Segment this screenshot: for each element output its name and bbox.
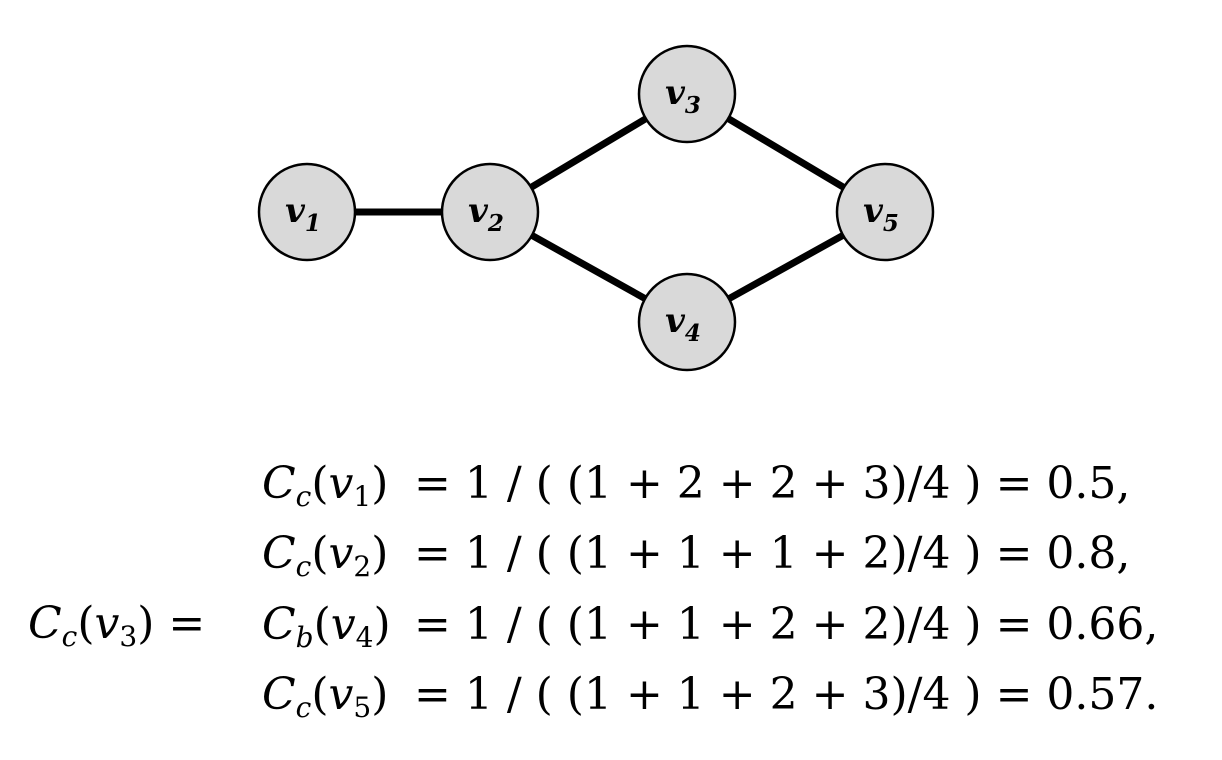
lhs-func: C xyxy=(28,598,62,649)
row-expression: = 1 / ( (1 + 1 + 2 + 2)/4 ) = 0.66, xyxy=(414,599,1159,650)
graph-edges xyxy=(303,90,889,326)
node-circle xyxy=(637,272,737,372)
node-circle xyxy=(637,44,737,144)
lhs-func-sub: c xyxy=(61,620,78,653)
row-func-sub: c xyxy=(295,550,312,583)
row-func-sub: c xyxy=(295,480,312,513)
node-v3: v3 xyxy=(637,44,737,144)
node-circle xyxy=(440,162,540,262)
node-v1: v1 xyxy=(257,162,357,262)
lhs-arg: v xyxy=(94,598,120,649)
row-func: C xyxy=(262,669,296,720)
row-arg-sub: 4 xyxy=(355,621,374,654)
lhs-arg-sub: 3 xyxy=(119,620,138,653)
row-expression: = 1 / ( (1 + 1 + 2 + 3)/4 ) = 0.57. xyxy=(414,669,1159,720)
node-v2: v2 xyxy=(440,162,540,262)
row-arg-sub: 1 xyxy=(353,480,372,513)
formula-lhs: Cc(v3) = xyxy=(28,598,206,653)
node-label: v4 xyxy=(665,301,701,347)
row-arg-sub: 2 xyxy=(353,550,372,583)
node-v4: v4 xyxy=(637,272,737,372)
node-v5: v5 xyxy=(835,162,935,262)
graph-nodes: v1 v2 v3 v4 v5 xyxy=(257,44,935,372)
row-expression: = 1 / ( (1 + 1 + 1 + 2)/4 ) = 0.8, xyxy=(414,528,1131,579)
row-func-sub: b xyxy=(295,621,314,654)
row-func: C xyxy=(262,458,296,509)
node-label: v5 xyxy=(863,191,899,237)
node-label: v2 xyxy=(468,191,504,237)
node-circle xyxy=(257,162,357,262)
node-label: v1 xyxy=(285,191,321,237)
node-circle xyxy=(835,162,935,262)
row-arg-sub: 5 xyxy=(353,691,372,724)
lhs-suffix: ) = xyxy=(137,598,206,649)
graph-diagram: v1 v2 v3 v4 v5 xyxy=(257,44,935,372)
row-func-sub: c xyxy=(295,691,312,724)
row-func: C xyxy=(262,528,296,579)
row-expression: = 1 / ( (1 + 2 + 2 + 3)/4 ) = 0.5, xyxy=(414,458,1131,509)
row-func: C xyxy=(262,599,296,650)
node-label: v3 xyxy=(665,73,701,119)
